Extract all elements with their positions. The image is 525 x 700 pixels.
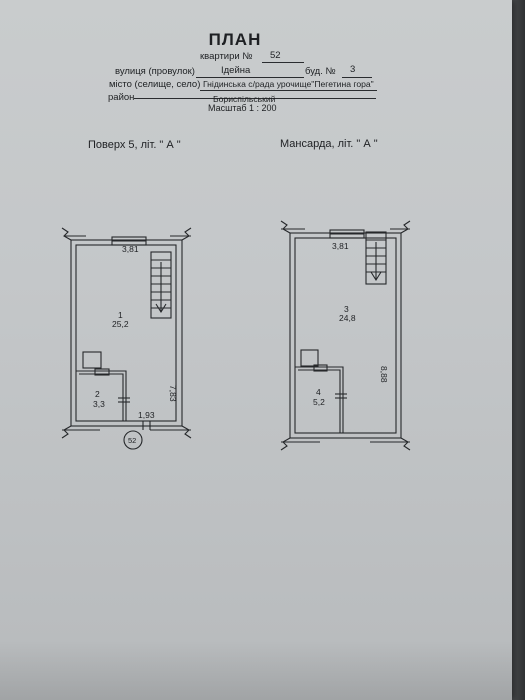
attic-inner-wall <box>294 237 397 434</box>
attic-closet <box>300 349 319 367</box>
floor5-break-top-left <box>61 227 72 241</box>
floor5-break-top-right <box>181 227 192 241</box>
city-label: місто (селище, село) <box>109 79 201 90</box>
sheet-shadow <box>0 640 512 700</box>
city-underline <box>200 90 377 91</box>
floor5-side-length: 7,83 <box>168 385 178 402</box>
floor5-apartment-number: 52 <box>128 436 136 445</box>
apartment-underline <box>262 62 304 63</box>
attic-room4-area: 5,2 <box>313 397 325 407</box>
floor-plans-drawing: 3,81 1 25,2 2 3,3 7,83 1,93 52 3,81 3 24… <box>61 220 411 451</box>
floor5-break-bottom-left <box>61 425 72 439</box>
street-value: Ідейна <box>221 65 251 76</box>
floor5-break-bottom-right <box>181 425 192 439</box>
apartment-number: 52 <box>270 50 281 61</box>
street-label: вулиця (провулок) <box>115 66 195 77</box>
attic-break-top-right <box>400 220 411 234</box>
building-underline <box>342 77 372 78</box>
attic-room4-number: 4 <box>316 387 321 397</box>
floor5-room2-area: 3,3 <box>93 399 105 409</box>
document-sheet: ПЛАН квартири № 52 вулиця (провулок) Іде… <box>0 0 512 700</box>
floor5-title: Поверх 5, літ. " А " <box>88 139 181 151</box>
scale-text: Масштаб 1 : 200 <box>208 103 277 113</box>
attic-door <box>313 364 328 372</box>
attic-room3-number: 3 <box>344 304 349 314</box>
floor5-staircase <box>150 251 172 319</box>
attic-break-bottom-right <box>400 437 411 451</box>
attic-top-width: 3,81 <box>332 241 349 251</box>
apartment-label: квартири № <box>200 51 253 62</box>
floor5-bottom-width: 1,93 <box>138 410 155 420</box>
attic-break-bottom-left <box>280 437 291 451</box>
attic-plan <box>280 220 411 451</box>
floor5-door <box>94 368 110 376</box>
attic-title: Мансарда, літ. " А " <box>280 138 378 150</box>
floor5-room1-number: 1 <box>118 310 123 320</box>
district-underline <box>134 98 376 99</box>
street-underline <box>196 77 304 78</box>
attic-side-length: 8,88 <box>379 366 389 383</box>
floor5-plan <box>61 227 192 450</box>
floor5-outer-wall <box>70 239 183 427</box>
floor5-room2-number: 2 <box>95 389 100 399</box>
floor5-room1-area: 25,2 <box>112 319 129 329</box>
attic-room3-area: 24,8 <box>339 313 356 323</box>
attic-partition <box>295 366 344 433</box>
city-value: Гнідинська с/рада урочище"Пегетина гора" <box>203 79 374 89</box>
document-title: ПЛАН <box>208 30 262 49</box>
district-label: район <box>108 92 135 103</box>
district-value: Бориспільський <box>213 94 276 104</box>
floor5-closet <box>82 351 102 369</box>
floor5-top-width: 3,81 <box>122 244 139 254</box>
attic-break-top-left <box>280 220 291 234</box>
building-number: 3 <box>350 64 356 75</box>
attic-outer-wall <box>289 232 402 439</box>
floor5-partition <box>76 370 127 421</box>
building-label: буд. № <box>305 66 336 77</box>
floor5-apartment-circle <box>123 430 143 450</box>
attic-staircase <box>365 231 387 285</box>
